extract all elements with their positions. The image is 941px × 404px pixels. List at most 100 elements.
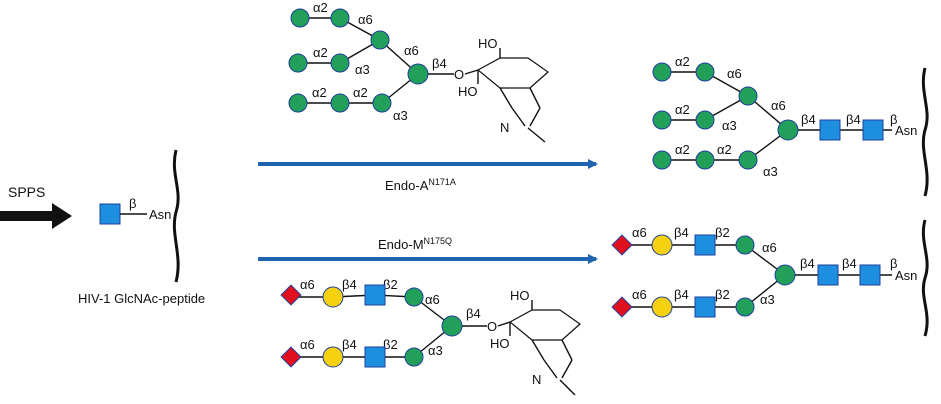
- mannose-circle: [407, 63, 429, 85]
- bottom-product-link-b2-2: β2: [715, 287, 730, 302]
- bottom-product-link-b4-4: β4: [842, 256, 857, 271]
- bottom-donor-link-a6-3: α6: [300, 337, 315, 352]
- bottom-product-link-a6-1: α6: [632, 225, 647, 240]
- bottom-product-link-beta: β: [890, 256, 897, 271]
- mannose-circle: [777, 119, 799, 141]
- mannose-circle: [738, 150, 758, 170]
- bottom-product-chain-bracket: [921, 219, 929, 337]
- enzyme-bottom-label: Endo-MN175Q: [378, 236, 452, 252]
- bottom-donor-link-a3: α3: [428, 343, 443, 358]
- top-product-asn-label: Asn: [895, 123, 917, 138]
- top-product-link-b4-2: β4: [846, 112, 861, 127]
- bottom-donor-link-b4-1: β4: [342, 277, 357, 292]
- bottom-product-link-b4-3: β4: [800, 256, 815, 271]
- top-donor-link-b4: β4: [432, 56, 447, 71]
- top-product-link-a3-2: α3: [763, 164, 778, 179]
- sialic-diamond: [280, 346, 302, 368]
- bottom-product-link-b4-2: β4: [674, 287, 689, 302]
- top-product-chain-bracket: [921, 67, 929, 197]
- peptide-name-label: HIV-1 GlcNAc-peptide: [78, 291, 205, 306]
- mannose-circle: [370, 30, 390, 50]
- mannose-circle: [695, 62, 715, 82]
- bottom-donor-link-b4-3: β4: [466, 306, 481, 321]
- top-donor-link-a2-2: α2: [313, 45, 328, 60]
- top-product-high-mannose-glycopeptide: α2 α6 α2 α3 α6 α2 α2 α3 β4 β4 β Asn: [652, 54, 929, 197]
- bottom-donor-link-b2-1: β2: [383, 277, 398, 292]
- oxazoline-n-label: N: [500, 120, 509, 135]
- glcnac-square: [859, 264, 881, 286]
- bottom-product-asn-label: Asn: [895, 268, 917, 283]
- glcnac-square: [364, 346, 386, 368]
- peptide-beta-label: β: [129, 196, 136, 211]
- bottom-product-link-a6-3: α6: [632, 287, 647, 302]
- bottom-product-link-a6-2: α6: [762, 240, 777, 255]
- top-donor-link-a6-1: α6: [358, 12, 373, 27]
- bottom-product-complex-glycopeptide: α6 β4 β2 α6 α6 β4 β2 α3 β4 β4 β Asn: [611, 219, 929, 337]
- spps-arrow: [0, 203, 72, 229]
- top-donor-link-a2-1: α2: [313, 0, 328, 15]
- bottom-donor-link-b4-2: β4: [342, 337, 357, 352]
- top-donor-link-a3-1: α3: [355, 62, 370, 77]
- peptide-asn-label: Asn: [149, 207, 171, 222]
- top-donor-link-a2-4: α2: [353, 85, 368, 100]
- mannose-circle: [774, 264, 796, 286]
- bottom-donor-link-a6-2: α6: [425, 292, 440, 307]
- glcnac-square: [862, 119, 884, 141]
- glcnac-square: [817, 264, 839, 286]
- sialic-diamond: [280, 284, 302, 306]
- top-donor-high-mannose-oxazoline: α2 α6 α2 α3 α6 α2 α2 α3 β4 O HO HO N: [288, 0, 549, 143]
- mannose-circle: [695, 110, 715, 130]
- bottom-donor-link-b2-2: β2: [383, 337, 398, 352]
- top-product-link-a2-3: α2: [675, 142, 690, 157]
- mannose-circle: [738, 86, 758, 106]
- oxazoline-ho-label-1: HO: [510, 288, 530, 303]
- enzyme-top-label: Endo-AN171A: [385, 177, 456, 193]
- mannose-circle: [735, 297, 755, 317]
- top-donor-link-a6-2: α6: [404, 43, 419, 58]
- top-product-link-a6-2: α6: [771, 98, 786, 113]
- top-product-link-a2-1: α2: [675, 54, 690, 69]
- peptide-chain-bracket: [172, 149, 180, 283]
- oxazoline-ho-label-2: HO: [490, 336, 510, 351]
- mannose-circle: [735, 235, 755, 255]
- sialic-diamond: [611, 296, 633, 318]
- bottom-product-link-a3: α3: [760, 292, 775, 307]
- spps-label: SPPS: [8, 184, 45, 200]
- mannose-circle: [695, 150, 715, 170]
- mannose-circle: [372, 93, 392, 113]
- oxazoline-n-label: N: [532, 372, 541, 387]
- galactose-circle: [651, 234, 673, 256]
- oxazoline-sugar-ring: [476, 57, 549, 89]
- top-donor-link-a2-3: α2: [312, 85, 327, 100]
- mannose-circle: [404, 347, 424, 367]
- top-product-link-a6-1: α6: [727, 66, 742, 81]
- sialic-diamond: [611, 234, 633, 256]
- mannose-circle: [330, 93, 350, 113]
- oxazoline-sugar-ring: [508, 309, 581, 341]
- bottom-donor-complex-oxazoline: α6 β4 β2 α6 α6 β4 β2 α3 β4 O HO HO N: [280, 277, 581, 396]
- bottom-product-link-b4-1: β4: [674, 225, 689, 240]
- glcnac-square: [694, 234, 716, 256]
- mannose-circle: [330, 53, 350, 73]
- top-product-link-a2-2: α2: [675, 102, 690, 117]
- mannose-circle: [330, 8, 350, 28]
- top-donor-link-a3-2: α3: [393, 108, 408, 123]
- top-product-link-b4-1: β4: [801, 112, 816, 127]
- oxazoline-ho-label-2: HO: [458, 84, 478, 99]
- mannose-circle: [404, 287, 424, 307]
- mannose-circle: [652, 110, 672, 130]
- peptide-glcnac-square: [99, 203, 121, 225]
- oxazoline-o-label: O: [454, 67, 464, 82]
- bottom-donor-link-a6-1: α6: [300, 277, 315, 292]
- top-product-link-a3-1: α3: [722, 118, 737, 133]
- mannose-circle: [290, 8, 310, 28]
- top-product-link-a2-4: α2: [717, 142, 732, 157]
- galactose-circle: [322, 346, 344, 368]
- oxazoline-ho-label-1: HO: [478, 36, 498, 51]
- mannose-circle: [652, 62, 672, 82]
- galactose-circle: [651, 296, 673, 318]
- top-product-link-beta: β: [890, 112, 897, 127]
- mannose-circle: [288, 93, 308, 113]
- oxazoline-o-label: O: [487, 319, 497, 334]
